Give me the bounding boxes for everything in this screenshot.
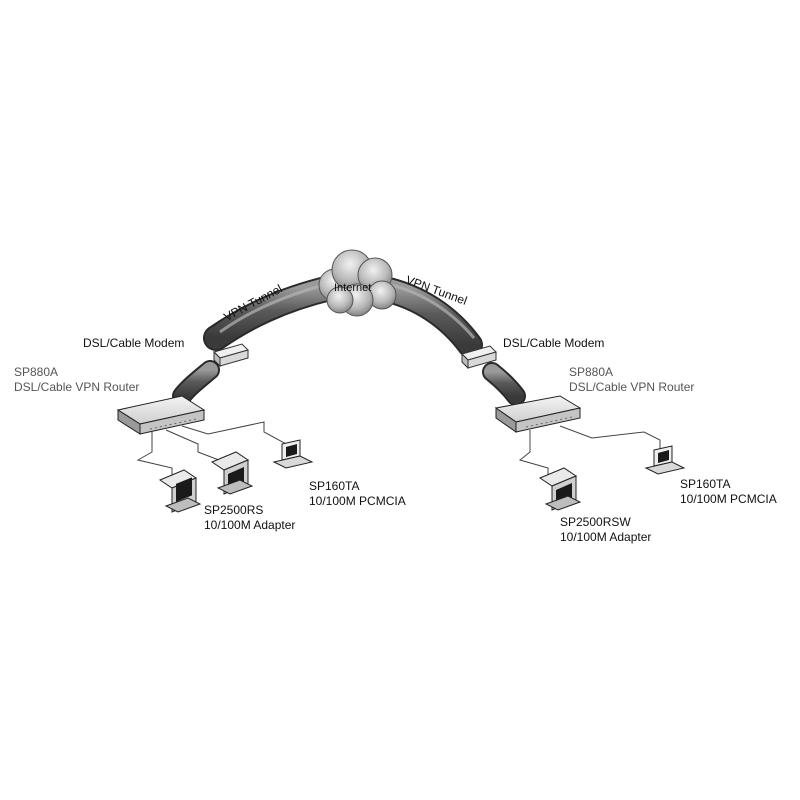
left-laptop-desc: 10/100M PCMCIA <box>309 494 406 508</box>
left-desktop-model: SP2500RS <box>204 503 264 517</box>
left-desktop-1-icon <box>158 469 202 513</box>
right-laptop-model: SP160TA <box>680 477 731 491</box>
right-desktop-icon <box>538 467 582 511</box>
right-modem-label: DSL/Cable Modem <box>503 336 605 350</box>
left-desktop-desc: 10/100M Adapter <box>204 518 296 532</box>
internet-cloud <box>318 249 397 317</box>
left-modem-label: DSL/Cable Modem <box>83 336 185 350</box>
right-router-icon <box>494 395 582 433</box>
right-lan-cables <box>518 425 661 476</box>
left-router-icon <box>116 395 206 435</box>
left-modem-icon <box>213 343 249 368</box>
internet-label: Internet <box>334 282 372 294</box>
right-modem-icon <box>461 345 497 370</box>
right-laptop-icon <box>644 445 686 475</box>
left-router-desc: DSL/Cable VPN Router <box>14 380 140 394</box>
left-router-model: SP880A <box>14 365 59 379</box>
right-router-model: SP880A <box>569 365 614 379</box>
right-modem-cable <box>482 362 526 406</box>
left-laptop-icon <box>272 439 314 469</box>
right-router-desc: DSL/Cable VPN Router <box>569 380 695 394</box>
right-desktop-model: SP2500RSW <box>560 515 631 529</box>
left-modem-cable <box>172 360 220 406</box>
left-desktop-2-icon <box>210 451 254 495</box>
left-laptop-model: SP160TA <box>309 479 360 493</box>
right-laptop-desc: 10/100M PCMCIA <box>680 492 777 506</box>
vpn-tunnel-left <box>203 275 343 351</box>
left-lan-cables <box>136 421 291 476</box>
right-desktop-desc: 10/100M Adapter <box>560 530 652 544</box>
